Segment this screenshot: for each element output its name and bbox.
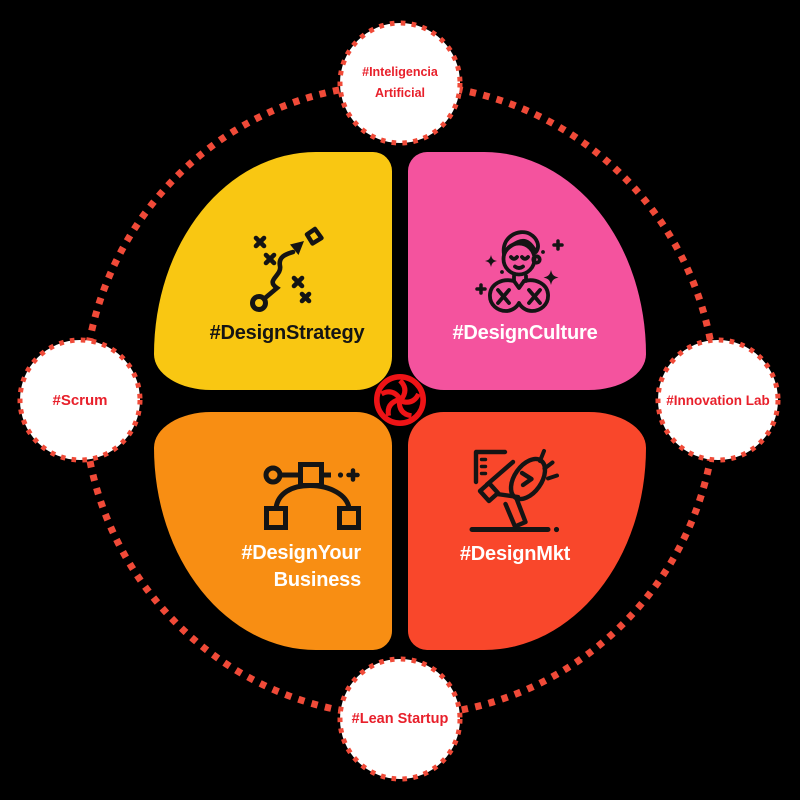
strategy-path-icon	[250, 226, 324, 312]
satellite-label: #Lean Startup	[351, 711, 449, 727]
satellite-label: #Innovation Lab	[666, 392, 770, 408]
dotted-circle	[337, 20, 463, 146]
petal-label: #DesignMkt	[459, 543, 571, 565]
pinwheel-logo-icon	[373, 373, 427, 427]
satellite-lean-startup: #Lean Startup	[334, 653, 466, 785]
petal-label: #DesignYour Business	[241, 540, 361, 594]
satellite-innovation-lab: #Innovation Lab	[652, 334, 784, 466]
petal-label-line: Business	[273, 569, 362, 591]
satellite-inteligencia-artificial: #Inteligencia Artificial	[334, 17, 466, 149]
petal-design-culture: #DesignCulture	[408, 152, 646, 390]
satellite-scrum: #Scrum	[14, 334, 146, 466]
dotted-circle	[655, 337, 781, 463]
dotted-circle	[17, 337, 143, 463]
satellite-label: #Scrum	[52, 391, 108, 409]
megaphone-icon	[469, 449, 560, 533]
petal-label: #DesignStrategy	[209, 322, 365, 344]
dotted-circle	[337, 656, 463, 782]
grateful-person-icon	[475, 230, 564, 313]
petal-label: #DesignCulture	[452, 322, 598, 344]
petal-label-line: #DesignYour	[241, 542, 361, 564]
satellite-label-line: Artificial	[374, 86, 425, 100]
satellite-label: #Inteligencia Artificial	[334, 17, 466, 149]
bezier-curve-icon	[263, 462, 361, 530]
satellite-label-line: #Inteligencia	[362, 65, 438, 79]
